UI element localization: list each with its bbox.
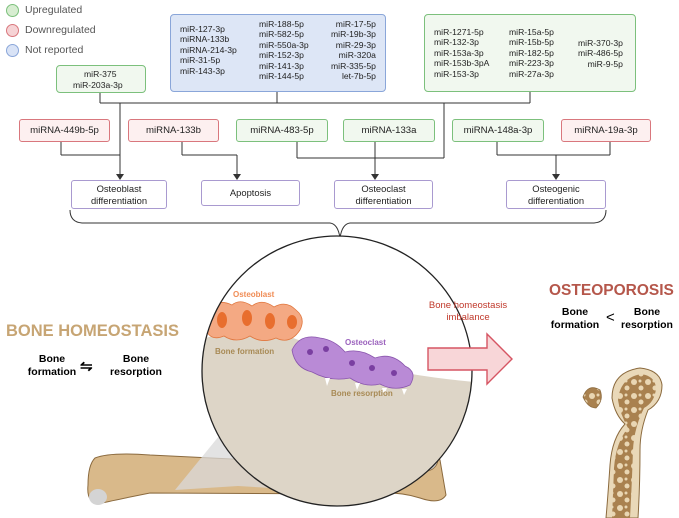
mirna-label: miRNA-214-3p <box>180 44 237 55</box>
osteoblast-cells <box>204 301 303 341</box>
osteoblast-label: Osteoblast <box>233 290 275 299</box>
mirna-label: miR-223-3p <box>509 58 554 69</box>
mirna-label: miR-182-5p <box>509 47 554 58</box>
imbalance-label: Bone homeostasis imbalance <box>428 300 508 323</box>
legend-label: Not reported <box>25 44 84 56</box>
mirna-label: miR-15b-5p <box>509 37 554 48</box>
mirna-label: miR-153-3p <box>434 68 479 79</box>
mirna-label: miR-9-5p <box>587 58 623 69</box>
osteoporotic-femur <box>582 367 663 518</box>
mirna-133a-box: miRNA-133a <box>343 119 435 142</box>
mirna-label: miR-370-3p <box>578 38 623 48</box>
legend-swatch-downregulated <box>6 23 19 37</box>
mirna-label: miR-144-5p <box>259 71 304 82</box>
mirna-column: miR-17-5p miR-19b-3p miR-29-3p miR-320a … <box>331 19 376 81</box>
bone-formation-inset-label: Bone formation <box>215 347 275 356</box>
mirna-column: miR-15a-5p miR-15b-5p miR-182-5p miR-223… <box>509 27 554 79</box>
mirna-group-not-reported <box>170 14 386 92</box>
mirna-label: miR-375 <box>84 69 117 79</box>
mirna-group-upregulated <box>424 14 636 92</box>
mirna-label: let-7b-5p <box>341 71 376 82</box>
mirna-label: miR-127-3p <box>180 24 225 34</box>
mirna-label: miR-152-3p <box>259 50 304 61</box>
mirna-133b-box: miRNA-133b <box>128 119 219 142</box>
mirna-label: miR-203a-3p <box>73 80 123 90</box>
mirna-label: miR-141-3p <box>259 60 304 71</box>
legend-label: Upregulated <box>25 4 83 16</box>
equilibrium-symbol: ⇋ <box>80 358 93 375</box>
mirna-label: miR-132-3p <box>434 37 479 48</box>
mirna-label: miR-1271-5p <box>434 27 484 37</box>
less-than-symbol: < <box>606 309 615 326</box>
mirna-label: miR-153a-3p <box>434 47 484 58</box>
mirna-column: miR-1271-5p miR-132-3p miR-153a-3p miR-1… <box>434 27 489 79</box>
mirna-label: miR-19b-3p <box>331 29 376 40</box>
bone-homeostasis-title: BONE HOMEOSTASIS <box>6 322 179 340</box>
bone-resorption-inset-label: Bone resorption <box>331 389 393 398</box>
osteoporosis-bone-resorption-label: Bone resorption <box>621 306 673 331</box>
mirna-label: miR-582-5p <box>259 29 304 40</box>
zoom-inset <box>201 235 473 507</box>
mirna-column: miR-127-3p miRNA-133b miRNA-214-3p miR-3… <box>180 24 237 76</box>
outcome-osteogenic-differentiation: Osteogenic differentiation <box>506 180 606 209</box>
mirna-label: miR-31-5p <box>180 55 221 66</box>
mirna-label: miR-335-5p <box>331 60 376 71</box>
mirna-label: miR-17-5p <box>335 19 376 29</box>
mirna-label: miR-550a-3p <box>259 39 309 50</box>
mirna-19a-3p-box: miRNA-19a-3p <box>561 119 651 142</box>
mirna-column: miR-188-5p miR-582-5p miR-550a-3p miR-15… <box>259 19 309 81</box>
bone-resorption-label: Bone resorption <box>110 353 162 378</box>
osteoclast-label: Osteoclast <box>345 338 386 347</box>
imbalance-arrow <box>427 332 513 386</box>
osteoporosis-bone-formation-label: Bone formation <box>550 306 600 331</box>
osteoclast-cells <box>291 336 414 395</box>
mirna-label: miRNA-133b <box>180 34 230 45</box>
bone-formation-label: Bone formation <box>27 353 77 378</box>
legend-label: Downregulated <box>25 24 96 36</box>
mirna-449b-5p-box: miRNA-449b-5p <box>19 119 110 142</box>
mirna-group-small <box>56 65 146 93</box>
outcome-apoptosis: Apoptosis <box>201 180 300 206</box>
legend-upregulated: Upregulated <box>6 2 82 18</box>
outcome-osteoclast-differentiation: Osteoclast differentiation <box>334 180 433 209</box>
legend-downregulated: Downregulated <box>6 22 96 38</box>
mirna-label: miR-29-3p <box>335 39 376 50</box>
mirna-label: miR-320a <box>338 50 376 61</box>
mirna-column: miR-370-3p miR-486-5p miR-9-5p <box>578 38 623 69</box>
mirna-label: miR-486-5p <box>578 48 623 59</box>
mirna-label: miR-153b-3pA <box>434 58 490 69</box>
mirna-483-5p-box: miRNA-483-5p <box>236 119 328 142</box>
mirna-148a-3p-box: miRNA-148a-3p <box>452 119 544 142</box>
mirna-label: miR-27a-3p <box>509 68 554 79</box>
osteoporosis-title: OSTEOPOROSIS <box>549 282 674 299</box>
mirna-label: miR-15a-5p <box>509 27 554 37</box>
legend-swatch-upregulated <box>6 3 19 17</box>
mirna-label: miR-143-3p <box>180 65 225 76</box>
legend-not-reported: Not reported <box>6 42 83 58</box>
mirna-label: miR-188-5p <box>259 19 304 29</box>
outcome-osteoblast-differentiation: Osteoblast differentiation <box>71 180 167 209</box>
legend-swatch-not-reported <box>6 43 19 57</box>
